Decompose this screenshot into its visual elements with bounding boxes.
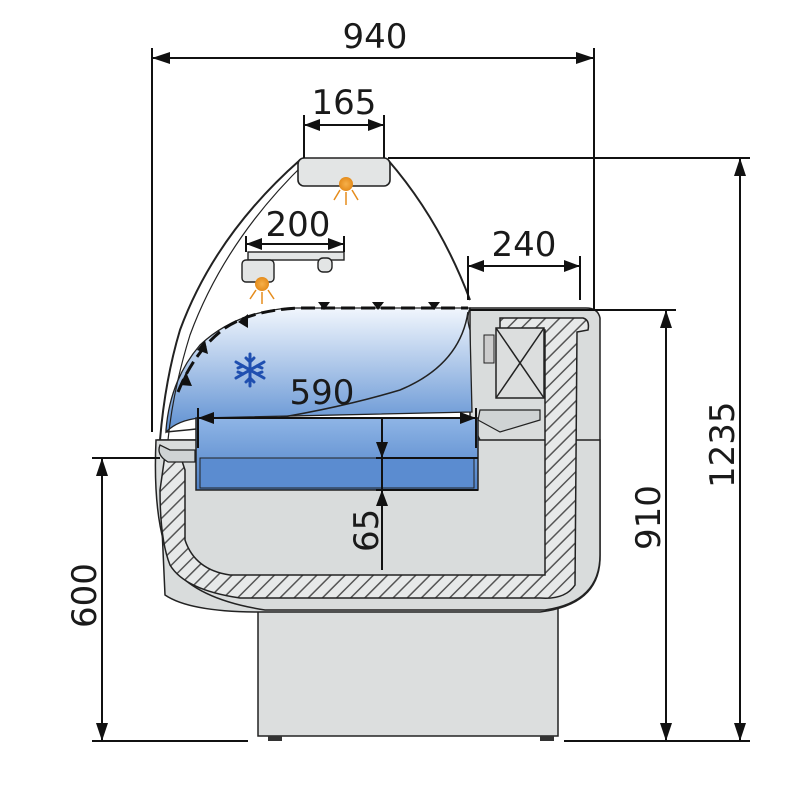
dim-590-arrow-right	[460, 412, 476, 424]
dim-910-label: 910	[629, 485, 669, 550]
dim-590-arrow-left	[198, 412, 214, 424]
dim-940-arrow-right	[576, 52, 594, 64]
insulation-wall	[159, 317, 590, 599]
dim-200-arrow-right	[328, 238, 344, 250]
dim-240-arrow-right	[564, 260, 580, 272]
foot-left	[268, 736, 282, 741]
dim-240-arrow-left	[468, 260, 484, 272]
dim-910-arrow-bottom	[660, 723, 672, 741]
shelf-clip	[317, 257, 333, 273]
dim-200-label: 200	[266, 205, 331, 245]
front-glass-inner	[167, 161, 307, 441]
dim-600-arrow-bottom	[96, 723, 108, 741]
canopy-lamp-icon	[333, 177, 359, 205]
front-glass	[159, 159, 301, 441]
dim-600-label: 600	[65, 563, 105, 628]
dim-65-label: 65	[347, 509, 387, 552]
dim-165-label: 165	[312, 83, 377, 123]
dim-1235-arrow-bottom	[734, 723, 746, 741]
front-rail	[158, 444, 196, 463]
dim-1235-arrow-top	[734, 158, 746, 176]
dim-940-arrow-left	[152, 52, 170, 64]
dim-1235-label: 1235	[703, 401, 743, 488]
dim-600-arrow-top	[96, 458, 108, 476]
pedestal	[257, 597, 559, 737]
dim-940-label: 940	[343, 17, 408, 57]
upper-shelf	[247, 251, 345, 261]
dim-65-arrow-bottom	[376, 490, 388, 506]
rear-air-duct	[477, 409, 541, 433]
rear-compartment-cross	[495, 327, 545, 399]
airflow-arrows	[180, 302, 440, 386]
rear-vent	[483, 334, 495, 364]
display-tray-inner	[199, 457, 475, 489]
snowflake-icon	[234, 352, 266, 388]
rear-glass	[387, 159, 471, 301]
shelf-lamp-icon	[249, 277, 275, 304]
dim-590-label: 590	[290, 373, 355, 413]
dim-165-arrow-left	[304, 119, 320, 131]
foot-right	[540, 736, 554, 741]
dim-200-arrow-left	[246, 238, 262, 250]
dim-240-label: 240	[492, 225, 557, 265]
dim-910-arrow-top	[660, 310, 672, 328]
dim-165-arrow-right	[368, 119, 384, 131]
airflow-path	[176, 306, 468, 393]
dim-65-arrow-top	[376, 442, 388, 458]
